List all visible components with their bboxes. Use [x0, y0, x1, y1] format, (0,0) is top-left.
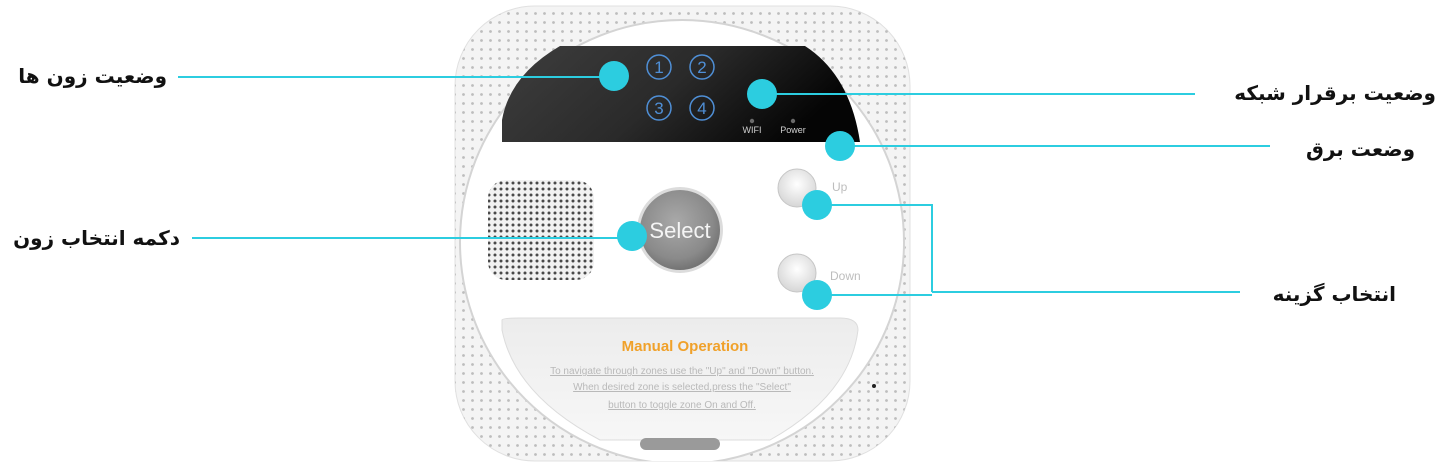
- wifi-led: [749, 118, 755, 124]
- reset-pinhole: [872, 384, 876, 388]
- callout-dot-network: [747, 79, 777, 109]
- zone-indicators: 1 2 3 4: [646, 54, 715, 121]
- manual-line-1: To navigate through zones use the "Up" a…: [550, 366, 814, 377]
- callout-zone-select: دکمه انتخاب زون: [13, 226, 180, 250]
- manual-panel: [501, 317, 859, 441]
- power-led: [790, 118, 796, 124]
- zone-number-3: 3: [654, 99, 663, 118]
- callout-lines: [178, 76, 1270, 296]
- callout-dot-power: [825, 131, 855, 161]
- callout-dot-select: [617, 221, 647, 251]
- power-label: Power: [780, 125, 806, 135]
- zone-number-4: 4: [697, 99, 706, 118]
- select-label: Select: [649, 218, 710, 243]
- callout-power-status: وضعت برق: [1305, 137, 1415, 161]
- wifi-label: WIFI: [743, 125, 762, 135]
- zone-number-2: 2: [697, 58, 706, 77]
- manual-title: Manual Operation: [622, 338, 749, 355]
- zone-indicator-4: [689, 95, 715, 121]
- display-screen: [502, 46, 860, 142]
- callout-option-select: انتخاب گزینه: [1272, 282, 1396, 306]
- callout-network-status: وضعیت برقرار شبکه: [1234, 81, 1436, 105]
- up-label: Up: [832, 180, 848, 194]
- base-slot: [640, 438, 720, 450]
- zone-indicator-3: [646, 95, 672, 121]
- callout-zone-status: وضعیت زون ها: [18, 64, 167, 88]
- callout-dot-up: [802, 190, 832, 220]
- callout-dot-down: [802, 280, 832, 310]
- callout-dots: [599, 61, 855, 310]
- zone-number-1: 1: [654, 58, 663, 77]
- callout-dot-zone-status: [599, 61, 629, 91]
- down-label: Down: [830, 269, 861, 283]
- manual-line-2: When desired zone is selected,press the …: [573, 382, 791, 393]
- select-button[interactable]: Select: [637, 187, 723, 273]
- zone-indicator-2: [689, 54, 715, 80]
- down-button[interactable]: [777, 253, 817, 293]
- zone-indicator-1: [646, 54, 672, 80]
- manual-line-3: button to toggle zone On and Off.: [608, 400, 756, 411]
